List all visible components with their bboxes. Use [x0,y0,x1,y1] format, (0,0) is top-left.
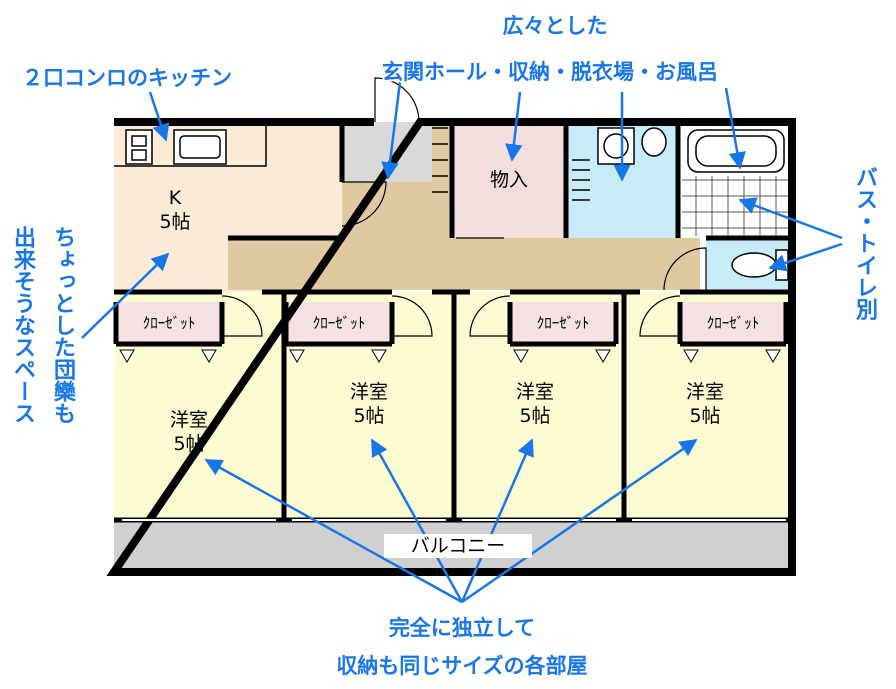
independent-note-line2: 収納も同じサイズの各部屋 [336,654,588,678]
balcony-label: バルコニー [384,534,532,558]
bedroom-size: 5帖 [353,405,385,427]
spacious-detail-note: 玄関ホール・収納・脱衣場・お風呂 [382,60,718,84]
closet-door-4 [639,295,681,337]
toilet-icon [731,252,777,278]
bath-tile-grid [682,176,790,236]
stove-icon [125,129,153,165]
storage-label: 物入 [489,169,528,191]
dining-note-line2: 出来そうなスペース [10,226,35,424]
closet-door-2 [391,295,433,337]
toilet-door [663,247,707,291]
bedroom-name: 洋室 [515,381,554,403]
closet-door-3 [469,295,511,337]
outer-wall [106,118,796,576]
bedroom-size: 5帖 [689,405,721,427]
closet-door-1 [221,295,263,337]
independent-note-line1: 完全に独立して [388,616,536,640]
sink-icon [173,129,227,165]
closet-4-floor [680,302,786,344]
bedroom-4-label: 洋室 5帖 [670,380,740,428]
bedroom-2-label: 洋室 5帖 [334,380,404,428]
dining-note-line1: ちょっとした団欒も [50,226,75,424]
closet-1-label: ｸﾛｰｾﾞｯﾄ [142,314,196,332]
bedroom-size: 5帖 [173,433,205,455]
entrance-door [374,77,420,123]
closet-2-floor [286,302,392,344]
storage-floor [452,122,566,238]
spacious-title-note: 広々とした [502,14,608,38]
walls [106,118,796,576]
closet-2-label: ｸﾛｰｾﾞｯﾄ [312,314,366,332]
closet-3-floor [510,302,616,344]
kitchen-size: 5帖 [159,211,191,233]
annotation-arrows [81,81,843,604]
hall-floor [228,122,700,290]
closet-hanger-marks [119,349,781,363]
stove-note: ２口コンロのキッチン [22,66,232,90]
kitchen-name: K [168,187,182,209]
interior-walls [113,122,792,523]
bedroom-size: 5帖 [519,405,551,427]
washroom-rack [572,159,590,201]
bath-toilet-note: バス・トイレ別 [852,166,877,320]
shoe-rack [432,127,448,193]
bedroom-1-label: 洋室 5帖 [154,408,224,456]
bedroom-3-label: 洋室 5帖 [500,380,570,428]
closet-4-label: ｸﾛｰｾﾞｯﾄ [706,314,760,332]
closet-3-label: ｸﾛｰｾﾞｯﾄ [536,314,590,332]
bedroom-name: 洋室 [349,381,388,403]
closet-1-floor [116,302,222,344]
washbasin-icon [641,127,667,157]
kitchen-counter [114,122,267,167]
bedroom-name: 洋室 [685,381,724,403]
bedroom-name: 洋室 [169,409,208,431]
kitchen-label: K 5帖 [140,186,210,234]
